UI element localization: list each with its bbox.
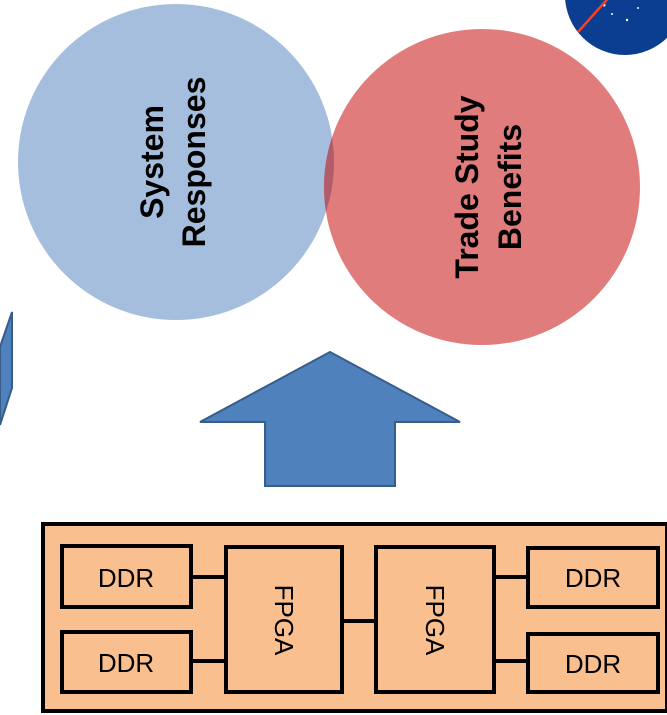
- side-arrow-fragment: [0, 311, 13, 426]
- trade-study-benefits-circle: [324, 29, 640, 345]
- trade-study-label-line1: Trade Study: [449, 95, 485, 278]
- ddr-box-bottom-left: [60, 630, 193, 694]
- fpga-label-right: FPGA: [420, 585, 450, 656]
- fpga-label-left: FPGA: [269, 585, 299, 656]
- ddr-box-top-left: [60, 544, 193, 609]
- hardware-board: DDR DDR FPGA FPGA DDR DDR: [41, 522, 667, 713]
- ddr-box-top-right: [526, 546, 660, 609]
- up-arrow: [199, 350, 461, 487]
- system-label-line2: Responses: [176, 77, 212, 248]
- venn-diagram: System Responses Trade Study Benefits: [18, 4, 640, 345]
- ddr-label-top-right: DDR: [565, 563, 621, 593]
- ddr-label-bottom-right: DDR: [565, 649, 621, 679]
- system-label-line1: System: [134, 105, 170, 219]
- ddr-label-top-left: DDR: [98, 563, 154, 593]
- system-responses-circle: [18, 4, 334, 320]
- ddr-label-bottom-left: DDR: [98, 648, 154, 678]
- fpga-box-left: [224, 545, 344, 694]
- fpga-box-right: [374, 545, 496, 694]
- trade-study-label-line2: Benefits: [492, 124, 528, 250]
- logo-icon: [565, 0, 667, 55]
- ddr-box-bottom-right: [526, 632, 660, 694]
